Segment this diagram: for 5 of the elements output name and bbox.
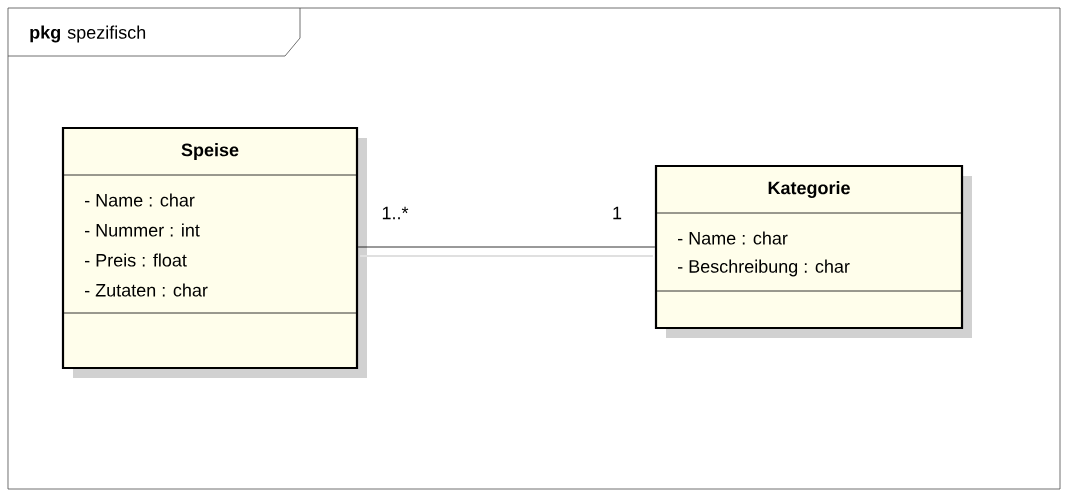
multiplicity-label: 1: [613, 206, 622, 220]
association-line: [357, 246, 656, 257]
class-box: Kategorie - Name : char - Beschreibung : char: [654, 164, 972, 338]
multiplicity-label: 1..*: [382, 206, 409, 220]
class-box: Speise - Name : char - Nummer : int - Preis : float - Zutaten : char: [61, 126, 367, 378]
